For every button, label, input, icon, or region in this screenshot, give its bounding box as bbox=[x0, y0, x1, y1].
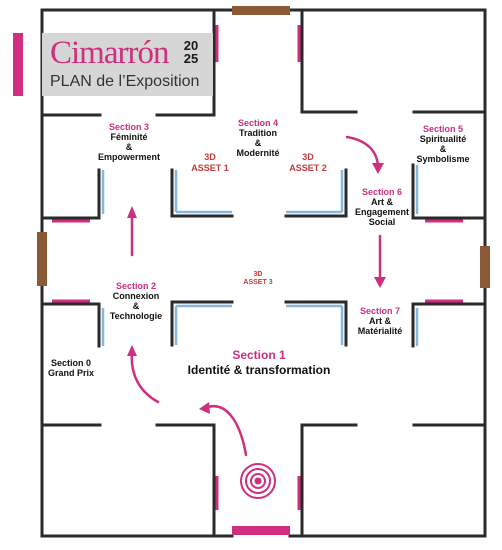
section-1-label: Section 1 Identité & transformation bbox=[188, 348, 331, 377]
brand-year: 20 25 bbox=[182, 39, 200, 65]
display-panels bbox=[101, 165, 419, 346]
section-2-line-2: & bbox=[132, 301, 140, 311]
section-6-label: Section 6 Art & Engagement Social bbox=[355, 187, 409, 227]
asset-3-label: 3D ASSET 3 bbox=[243, 271, 272, 287]
asset-1-label: 3D ASSET 1 bbox=[191, 152, 229, 174]
section-5-name: Section 5 bbox=[422, 124, 463, 134]
asset-1-line-1: 3D bbox=[204, 152, 216, 162]
section-5-line-2: & bbox=[439, 144, 447, 154]
section-3-line-1: Féminité bbox=[110, 132, 148, 142]
section-7-line-2: Matérialité bbox=[357, 326, 403, 336]
asset-3-line-1: 3D bbox=[253, 271, 263, 278]
section-3-line-2: & bbox=[125, 142, 133, 152]
section-7-name: Section 7 bbox=[359, 306, 400, 316]
asset-2-line-1: 3D bbox=[302, 152, 314, 162]
section-0-line-1: Section 0 bbox=[50, 358, 92, 368]
flow-arrow-icon bbox=[130, 350, 160, 404]
section-2-line-3: Technologie bbox=[109, 311, 163, 321]
section-3-label: Section 3 Féminité & Empowerment bbox=[98, 122, 160, 162]
section-2-name: Section 2 bbox=[115, 281, 156, 291]
interior-walls bbox=[40, 8, 487, 538]
section-0-line-2: Grand Prix bbox=[47, 368, 95, 378]
entrance-target-icon bbox=[240, 463, 276, 499]
section-0-label: Section 0 Grand Prix bbox=[48, 358, 94, 378]
section-6-line-2: Engagement bbox=[354, 207, 410, 217]
accent-panels bbox=[52, 25, 463, 510]
section-6-line-3: Social bbox=[368, 217, 396, 227]
section-4-name: Section 4 bbox=[237, 118, 279, 128]
section-3-name: Section 3 bbox=[108, 122, 150, 132]
section-7-line-1: Art & bbox=[369, 316, 391, 326]
door-left bbox=[37, 232, 47, 286]
section-6-line-1: Art & bbox=[370, 197, 393, 207]
flow-arrow-icon bbox=[203, 405, 248, 457]
section-4-label: Section 4 Tradition & Modernité bbox=[236, 118, 279, 158]
section-5-line-3: Symbolisme bbox=[416, 154, 470, 164]
section-7-label: Section 7 Art & Matérialité bbox=[358, 306, 403, 336]
asset-1-line-2: ASSET 1 bbox=[191, 163, 229, 173]
door-top bbox=[232, 6, 290, 15]
section-4-line-2: & bbox=[254, 138, 262, 148]
section-1-title: Identité & transformation bbox=[187, 363, 331, 377]
section-5-label: Section 5 Spiritualité & Symbolisme bbox=[416, 124, 469, 164]
section-1-name: Section 1 bbox=[232, 348, 286, 362]
plan-subtitle: PLAN de l’Exposition bbox=[50, 73, 200, 90]
doors bbox=[37, 6, 490, 535]
section-4-line-1: Tradition bbox=[238, 128, 277, 138]
section-6-name: Section 6 bbox=[361, 187, 403, 197]
asset-2-label: 3D ASSET 2 bbox=[289, 152, 327, 174]
section-5-line-1: Spiritualité bbox=[419, 134, 467, 144]
brand-title: Cimarrón bbox=[50, 35, 169, 71]
title-accent-bar bbox=[13, 33, 23, 96]
section-3-line-3: Empowerment bbox=[97, 152, 161, 162]
year-bottom: 25 bbox=[183, 51, 199, 66]
year-top: 20 bbox=[183, 38, 199, 53]
door-entrance bbox=[232, 526, 290, 535]
section-4-line-3: Modernité bbox=[236, 148, 280, 158]
arrow-heads bbox=[127, 163, 386, 414]
door-right bbox=[480, 246, 490, 288]
asset-2-line-2: ASSET 2 bbox=[289, 163, 327, 173]
title-box: Cimarrón 20 25 PLAN de l’Exposition bbox=[42, 33, 213, 96]
section-2-label: Section 2 Connexion & Technologie bbox=[110, 281, 162, 321]
section-2-line-1: Connexion bbox=[112, 291, 160, 301]
asset-3-line-2: ASSET 3 bbox=[243, 279, 273, 286]
